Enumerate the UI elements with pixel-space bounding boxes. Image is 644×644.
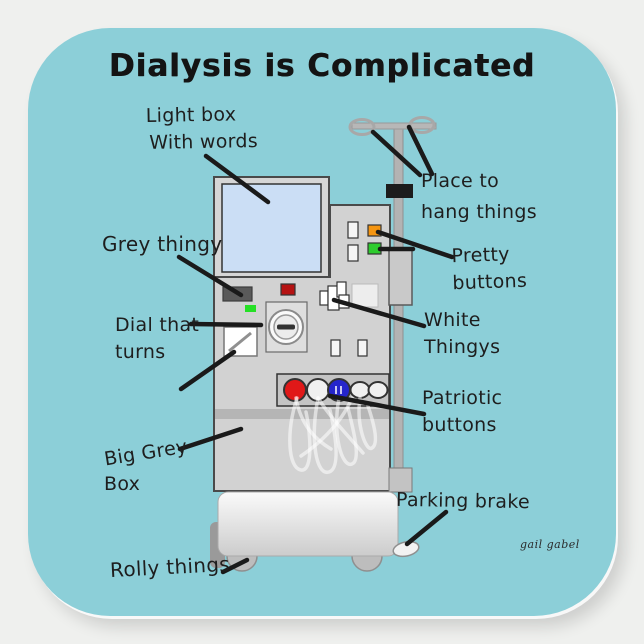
- leader-big-grey-box: [177, 426, 244, 452]
- small-white-switch-4: [357, 339, 368, 357]
- iv-hook-left-icon: [348, 118, 376, 136]
- pretty-button-orange: [367, 224, 382, 237]
- leader-pretty-1: [375, 229, 455, 260]
- gauge-needle: [228, 331, 252, 353]
- base-rolly-box: [217, 491, 399, 557]
- pole-base-mount: [388, 467, 413, 493]
- light-box-screen: [221, 183, 322, 273]
- red-button: [280, 283, 296, 296]
- leader-lines: [176, 124, 455, 575]
- leader-white-thingys: [331, 297, 427, 329]
- small-white-switch-2: [347, 244, 359, 262]
- iv-pole: [348, 116, 437, 493]
- white-thingy-1: [319, 290, 329, 306]
- label-white-thingys: White Thingys: [424, 309, 501, 358]
- green-led: [245, 305, 256, 312]
- leader-gauge: [178, 349, 237, 392]
- label-parking-brake: Parking brake: [395, 488, 531, 514]
- leader-light-box: [203, 153, 271, 205]
- leader-patriotic: [327, 393, 427, 417]
- label-pretty-buttons: Pretty buttons: [451, 243, 528, 295]
- leader-parking-brake: [404, 509, 449, 547]
- small-white-switch-1: [347, 221, 359, 239]
- leader-grey-thingy: [176, 254, 244, 298]
- page-title: Dialysis is Complicated: [108, 48, 536, 84]
- dial-pointer: [277, 324, 295, 330]
- knob-oval-1: [349, 381, 371, 399]
- blank-panel: [351, 283, 379, 308]
- label-light-box: Light box With words: [145, 103, 259, 154]
- leader-hang-1: [370, 129, 423, 178]
- artist-signature: gail gabel: [520, 538, 580, 551]
- label-big-grey-box: Big Grey Box: [102, 435, 190, 495]
- tubes: [288, 396, 378, 474]
- leader-rolly-things: [220, 557, 250, 575]
- small-white-switch-3: [330, 339, 341, 357]
- parking-brake-pedal: [392, 540, 420, 558]
- iv-pole-crossbar: [351, 122, 437, 130]
- pole-clamp: [386, 184, 413, 198]
- leader-dial: [188, 321, 264, 328]
- pole-side-box: [388, 249, 413, 306]
- label-patriotic-buttons: Patriotic buttons: [422, 387, 503, 436]
- leader-hang-2: [406, 124, 435, 177]
- iv-pole-shaft: [393, 123, 404, 493]
- label-dial-that-turns: Dial that turns: [115, 314, 200, 363]
- knob-oval-2: [367, 381, 389, 399]
- label-place-to-hang: Place to hang things: [421, 170, 537, 223]
- label-grey-thingy: Grey thingy: [102, 232, 223, 256]
